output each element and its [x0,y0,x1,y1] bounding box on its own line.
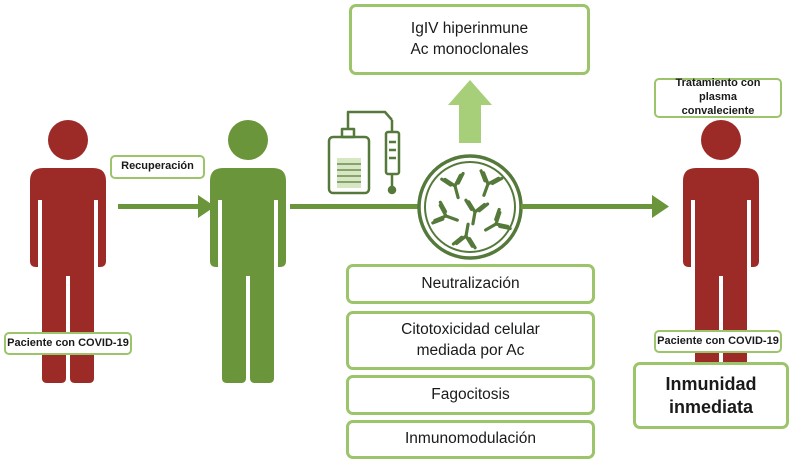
mechanism-neutralization: Neutralización [346,264,595,304]
immunity-box: Inmunidad inmediata [633,362,789,429]
mechanism-cytotoxicity: Citotoxicidad celular mediada por Ac [346,311,595,370]
arrow-right-icon [521,195,669,218]
arrow-right-icon [118,195,215,218]
antibody-circle-icon [417,154,523,260]
mechanism-immunomodulation: Inmunomodulación [346,420,595,459]
patient-label-left: Paciente con COVID-19 [4,332,132,355]
plasma-treatment-label: Tratamiento con plasma convaleciente [654,77,782,118]
blood-bag-icon [327,110,401,195]
arrow-up-icon [448,80,492,143]
connector-line [290,204,418,209]
mechanism-phagocytosis: Fagocitosis [346,375,595,415]
patient-label-right: Paciente con COVID-19 [654,330,782,353]
recovery-label: Recuperación [110,155,205,179]
person-icon [210,120,286,383]
igiv-box: IgIV hiperinmune Ac monoclonales [349,4,590,75]
